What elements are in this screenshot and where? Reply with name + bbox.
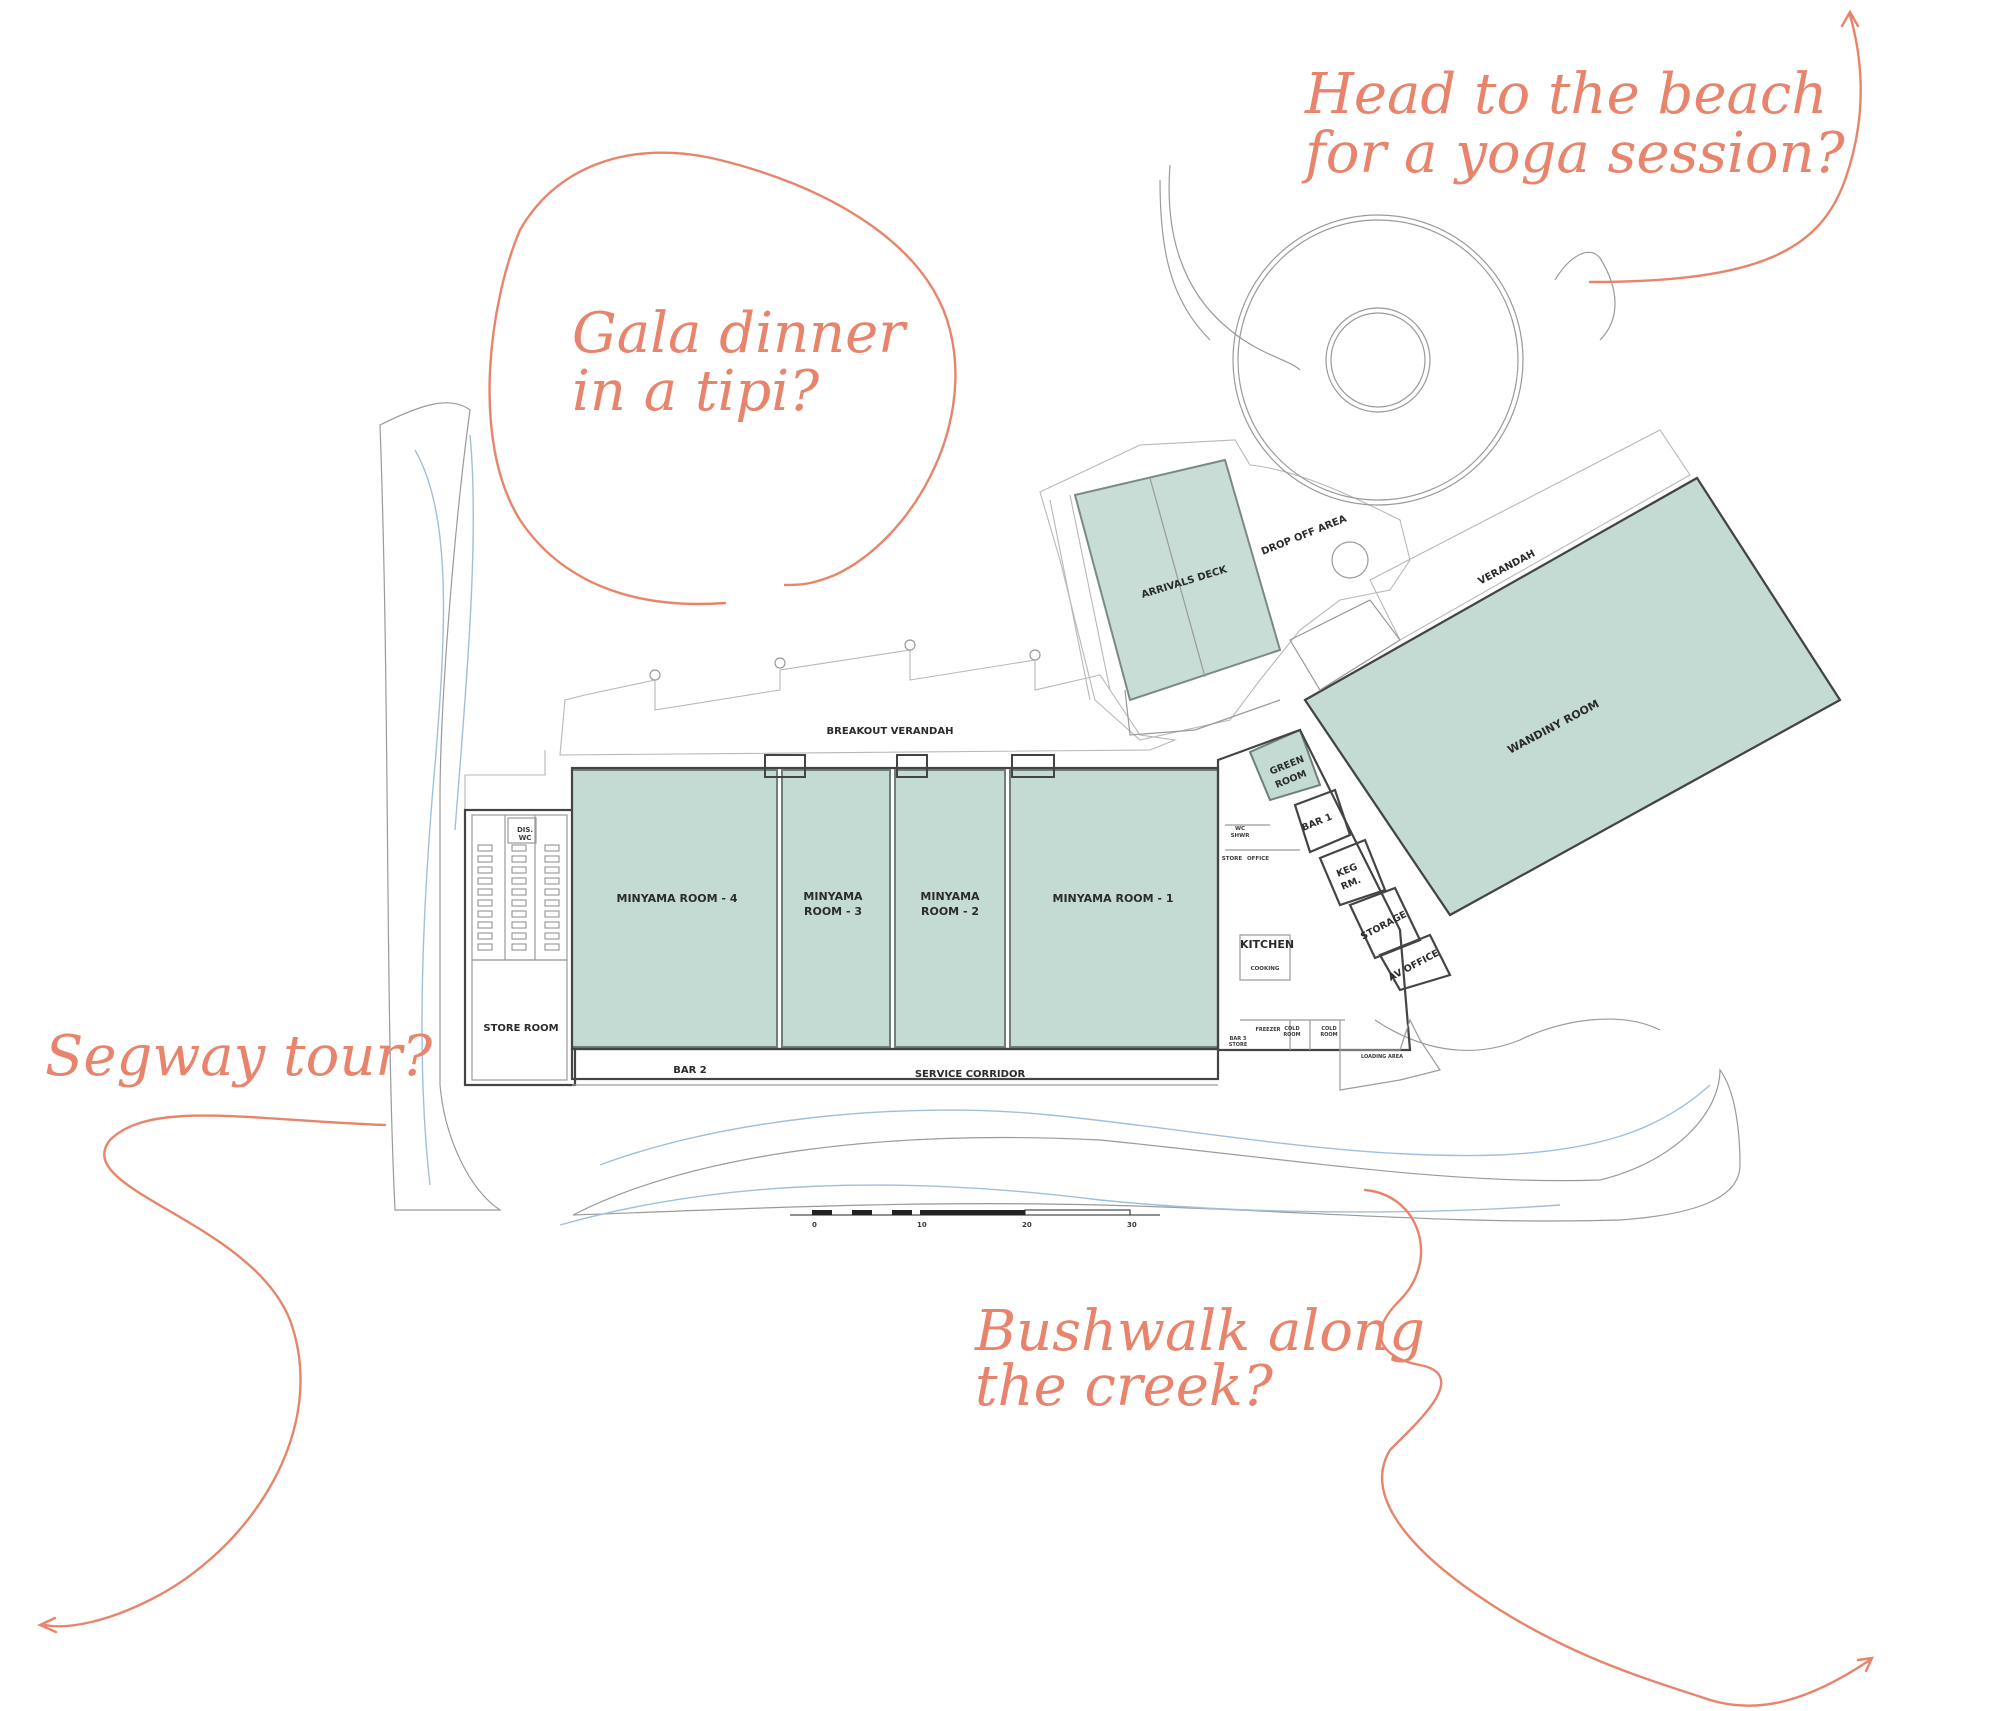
bushwalk-arrow — [1363, 1188, 1875, 1707]
green-room — [1248, 728, 1322, 802]
toilet-stall — [477, 877, 493, 885]
toilet-stall — [477, 888, 493, 896]
scale-tick-0: 0 — [812, 1221, 817, 1229]
toilet-stall — [511, 921, 527, 929]
minyama-room-3 — [781, 769, 891, 1048]
label-wc-shwr-line2: SHWR — [1231, 833, 1251, 839]
activity-annotations: Head to the beach for a yoga session? Ga… — [37, 9, 1875, 1707]
label-minyama-2-line1: MINYAMA — [920, 890, 980, 903]
label-service-corridor: SERVICE CORRIDOR — [915, 1069, 1026, 1080]
label-office: OFFICE — [1247, 856, 1269, 862]
label-store-room: STORE ROOM — [483, 1023, 558, 1034]
label-drop-off: DROP OFF AREA — [1260, 513, 1349, 557]
toilet-stall — [544, 910, 560, 918]
beach-line2: for a yoga session? — [1301, 121, 1846, 186]
arrivals-deck — [1073, 458, 1282, 736]
toilet-stall — [544, 855, 560, 863]
scale-tick-10: 10 — [917, 1221, 927, 1229]
label-cooking: COOKING — [1251, 966, 1280, 972]
site-boundary — [379, 164, 1741, 1226]
segway-arrow — [37, 1114, 387, 1634]
toilet-stall — [477, 943, 493, 951]
beach-arrow — [1588, 9, 1862, 284]
label-minyama-3-line2: ROOM - 3 — [804, 905, 862, 918]
toilet-stall — [511, 866, 527, 874]
toilet-stall — [544, 888, 560, 896]
bushwalk-line1: Bushwalk along — [974, 1299, 1425, 1364]
toilet-stall — [477, 899, 493, 907]
toilet-stall — [477, 921, 493, 929]
minyama-rooms — [570, 754, 1220, 1086]
label-bar-1: BAR 1 — [1300, 812, 1334, 834]
toilet-stall — [511, 855, 527, 863]
beach-line1: Head to the beach — [1304, 62, 1827, 127]
label-dis-wc-line2: WC — [519, 834, 532, 842]
label-store-small: STORE — [1222, 856, 1243, 862]
toilet-stall — [544, 932, 560, 940]
label-dis-wc-line1: DIS. — [517, 826, 533, 834]
minyama-room-2 — [894, 769, 1006, 1048]
segway-text: Segway tour? — [45, 1024, 433, 1089]
label-minyama-2-line2: ROOM - 2 — [921, 905, 979, 918]
scale-bar: 0 10 20 30 — [790, 1209, 1160, 1229]
scale-tick-30: 30 — [1127, 1221, 1137, 1229]
label-kitchen: KITCHEN — [1240, 938, 1294, 951]
label-wc-shwr-line1: WC — [1235, 826, 1245, 832]
wandiny-block — [1289, 429, 1842, 917]
label-loading-area: LOADING AREA — [1361, 1054, 1403, 1060]
toilet-stall — [477, 910, 493, 918]
toilet-stall — [511, 888, 527, 896]
toilet-stall — [544, 866, 560, 874]
minyama-room-1 — [1009, 769, 1219, 1048]
label-av-office: AV OFFICE — [1387, 948, 1441, 984]
label-cold-room-a-line2: ROOM — [1283, 1032, 1300, 1038]
wandiny-room — [1303, 476, 1842, 917]
toilet-stall — [477, 844, 493, 852]
toilet-stall — [544, 921, 560, 929]
toilet-stall — [511, 943, 527, 951]
roundabout — [1232, 214, 1524, 506]
toilet-stall — [544, 943, 560, 951]
toilet-stall — [511, 910, 527, 918]
toilet-stall — [477, 866, 493, 874]
minyama-room-4 — [571, 769, 778, 1048]
label-bar-2: BAR 2 — [673, 1065, 707, 1076]
label-cold-room-b-line2: ROOM — [1320, 1032, 1337, 1038]
label-cold-room-a-line1: COLD — [1284, 1026, 1299, 1032]
label-bar3-line2: STORE — [1229, 1042, 1248, 1048]
toilet-stall — [544, 877, 560, 885]
label-cold-room-b-line1: COLD — [1321, 1026, 1336, 1032]
toilet-stall — [477, 855, 493, 863]
tipi-loop — [488, 151, 957, 606]
toilet-stall — [511, 844, 527, 852]
label-minyama-1: MINYAMA ROOM - 1 — [1053, 892, 1174, 905]
amenities-block — [463, 808, 577, 1087]
tipi-line1: Gala dinner — [572, 301, 908, 366]
scale-tick-20: 20 — [1022, 1221, 1032, 1229]
toilet-stalls — [477, 844, 560, 951]
label-freezer: FREEZER — [1256, 1027, 1281, 1033]
toilet-stall — [511, 899, 527, 907]
label-breakout-verandah: BREAKOUT VERANDAH — [827, 726, 954, 737]
label-minyama-3-line1: MINYAMA — [803, 890, 863, 903]
bushwalk-line2: the creek? — [975, 1354, 1274, 1419]
label-bar3-line1: BAR 3 — [1230, 1036, 1247, 1042]
label-minyama-4: MINYAMA ROOM - 4 — [617, 892, 738, 905]
toilet-stall — [511, 932, 527, 940]
toilet-stall — [477, 932, 493, 940]
toilet-stall — [544, 844, 560, 852]
back-of-house — [1216, 728, 1452, 1091]
toilet-stall — [511, 877, 527, 885]
toilet-stall — [544, 899, 560, 907]
tipi-line2: in a tipi? — [572, 359, 820, 424]
